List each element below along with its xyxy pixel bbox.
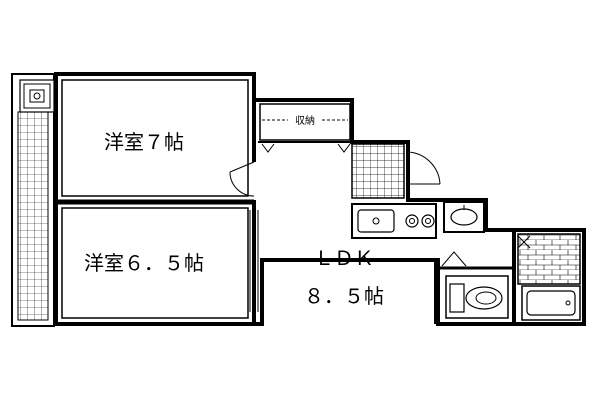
interior-walls xyxy=(56,74,516,324)
toilet-icon xyxy=(445,275,509,319)
door-bedroom1-icon xyxy=(229,161,255,197)
sliding-doors xyxy=(249,210,259,312)
ldk-label: ＬＤＫ xyxy=(314,246,374,270)
bathroom-door-icon xyxy=(517,235,531,249)
door-toilet-icon xyxy=(441,251,467,267)
entrance-floor xyxy=(351,143,405,199)
outer-walls xyxy=(54,72,586,326)
storage-label: 収納 xyxy=(295,114,315,127)
washbasin-icon xyxy=(443,201,485,233)
balcony xyxy=(11,73,55,327)
door-entrance-icon xyxy=(407,151,441,190)
storage-closet: 収納 xyxy=(259,103,351,153)
aircon-unit-icon xyxy=(19,79,55,113)
bedroom1-label: 洋室７帖 xyxy=(104,130,184,154)
sink-icon xyxy=(357,209,395,233)
ldk-size-label: ８．５帖 xyxy=(304,284,384,308)
bathtub-icon xyxy=(521,285,581,321)
kitchen-counter xyxy=(351,203,437,239)
bedroom2-label: 洋室６．５帖 xyxy=(84,251,204,275)
stove-icon xyxy=(405,214,435,228)
bathroom xyxy=(517,233,581,321)
